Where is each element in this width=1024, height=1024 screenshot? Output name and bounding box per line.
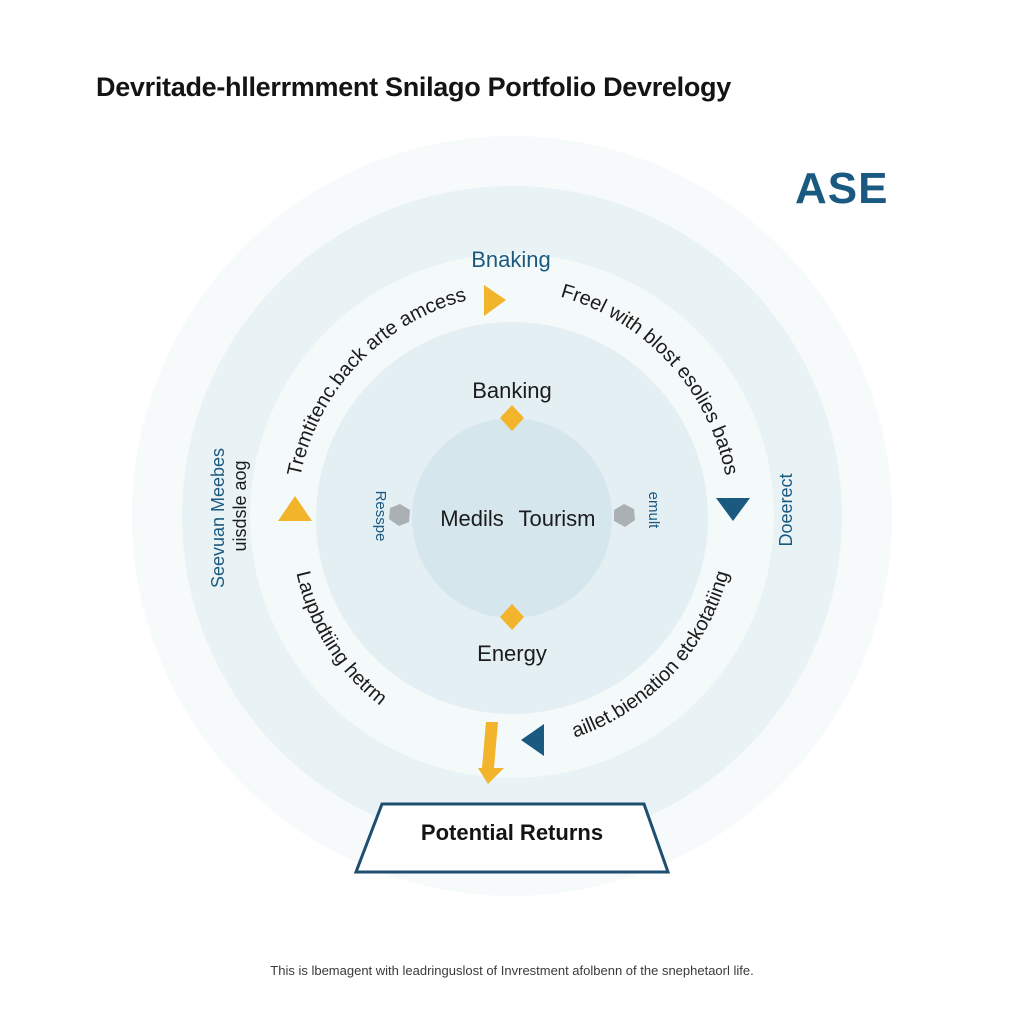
core-left-small-label: Resspe [372, 491, 389, 542]
arrow-blue-bottom [521, 724, 544, 756]
core-center-left-label: Medils [440, 506, 504, 531]
ring-top-label: Bnaking [471, 247, 551, 272]
arrow-yellow-top [484, 285, 506, 316]
returns-box [353, 802, 671, 874]
outer-left-label-1: Seevuan Meebes [208, 448, 228, 588]
diamond-marker-top [500, 405, 524, 431]
diagram-title: Devritade-hllerrmment Snilago Portfolio … [96, 72, 731, 102]
arrow-blue-right [716, 498, 750, 521]
core-center-right-label: Tourism [518, 506, 595, 531]
grey-marker-right [614, 504, 635, 527]
core-top-label: Banking [472, 378, 552, 403]
outer-right-label: Doeerect [776, 473, 796, 546]
ase-logo: ASE [795, 164, 889, 213]
returns-label: Potential Returns [420, 820, 604, 845]
arrow-yellow-left [278, 496, 312, 521]
outer-left-label-2: uisdsle aog [230, 460, 250, 551]
core-circle [412, 418, 612, 618]
grey-marker-left [389, 504, 410, 526]
arrow-down-to-returns [478, 722, 504, 784]
core-bottom-label: Energy [477, 641, 547, 666]
caption: This is lbemagent with leadringuslost of… [270, 963, 754, 978]
core-right-small-label: emult [645, 492, 662, 530]
diamond-marker-bottom [500, 604, 524, 630]
